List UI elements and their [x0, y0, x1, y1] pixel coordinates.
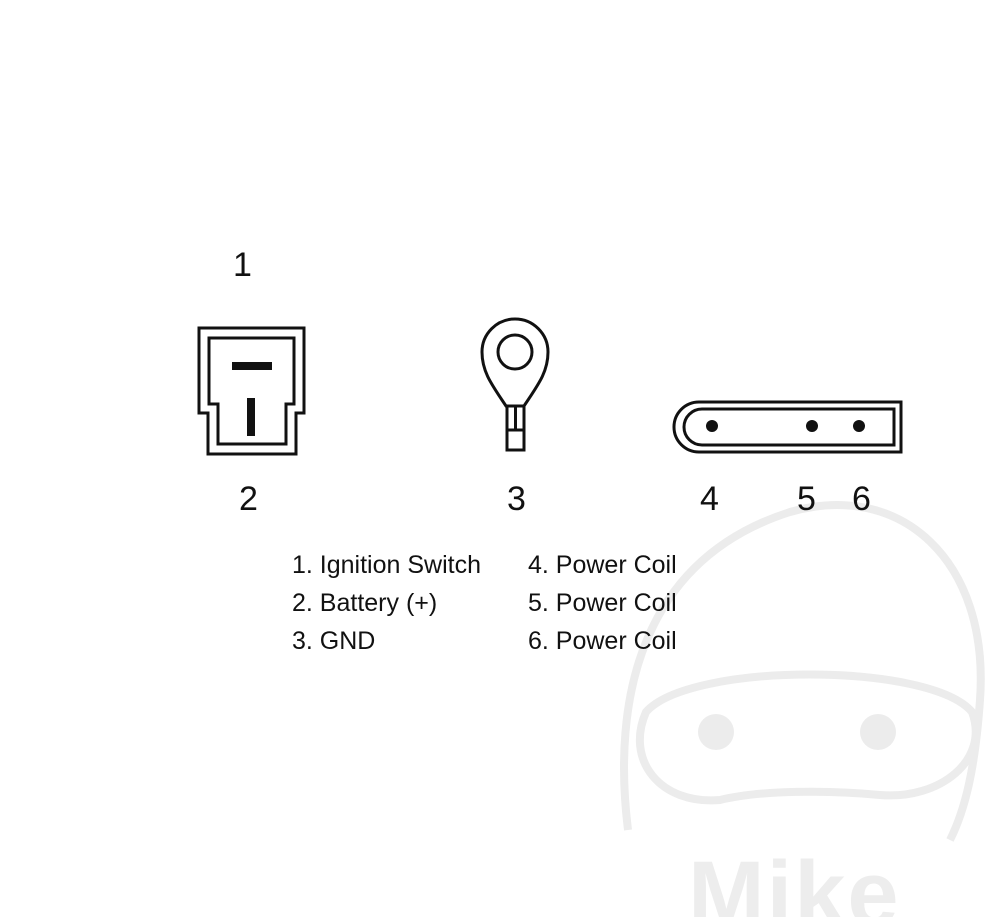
legend-item-5: 5. Power Coil	[528, 589, 677, 617]
pin-5-dot	[806, 420, 818, 432]
pin-4-dot	[706, 420, 718, 432]
legend-right-column: 4. Power Coil 5. Power Coil 6. Power Coi…	[528, 546, 677, 660]
legend-item-2: 2. Battery (+)	[292, 589, 438, 617]
watermark-text: Mike	[688, 843, 901, 917]
pin-1-blade	[232, 362, 272, 370]
legend-item-6: 6. Power Coil	[528, 627, 677, 655]
legend-item-4: 4. Power Coil	[528, 551, 677, 579]
pin-label-6: 6	[852, 480, 871, 518]
legend-left-column: 1. Ignition Switch 2. Battery (+) 3. GND	[292, 546, 481, 660]
legend-item-1: 1. Ignition Switch	[292, 551, 481, 579]
three-pin-housing	[672, 400, 903, 454]
pin-2-blade	[247, 398, 255, 436]
watermark-right-eye	[860, 714, 896, 750]
pin-6-dot	[853, 420, 865, 432]
pin-label-2: 2	[239, 480, 258, 518]
two-pin-connector	[197, 326, 306, 456]
pin-label-1: 1	[233, 246, 252, 284]
watermark-left-eye	[698, 714, 734, 750]
pin-label-4: 4	[700, 480, 719, 518]
ring-terminal	[480, 317, 550, 452]
pin-label-3: 3	[507, 480, 526, 518]
legend-item-3: 3. GND	[292, 627, 376, 655]
pin-label-5: 5	[797, 480, 816, 518]
